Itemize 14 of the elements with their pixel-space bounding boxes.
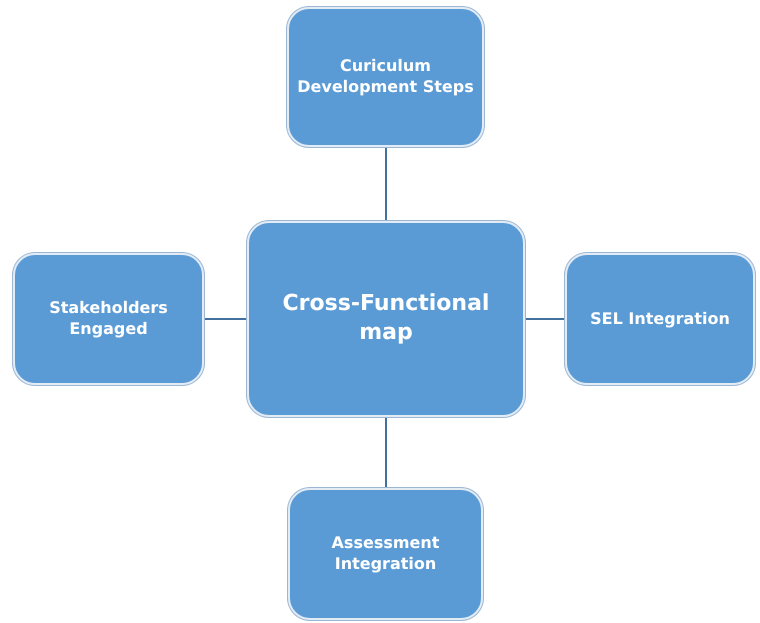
node-label: Stakeholders Engaged	[48, 298, 169, 340]
rounded-box	[13, 253, 204, 385]
connector-line	[525, 318, 565, 320]
connector-line	[204, 318, 247, 320]
rounded-box	[247, 221, 525, 417]
rounded-box	[288, 488, 483, 620]
node-label: Assessment Integration	[330, 533, 440, 575]
connector-line	[385, 417, 387, 488]
node-label: SEL Integration	[590, 308, 730, 330]
node-label: Curiculum Development Steps	[297, 56, 474, 98]
node-label: Cross-Functional map	[282, 290, 490, 347]
rounded-box	[565, 253, 755, 385]
connector-line	[385, 147, 387, 221]
rounded-box	[287, 7, 484, 147]
